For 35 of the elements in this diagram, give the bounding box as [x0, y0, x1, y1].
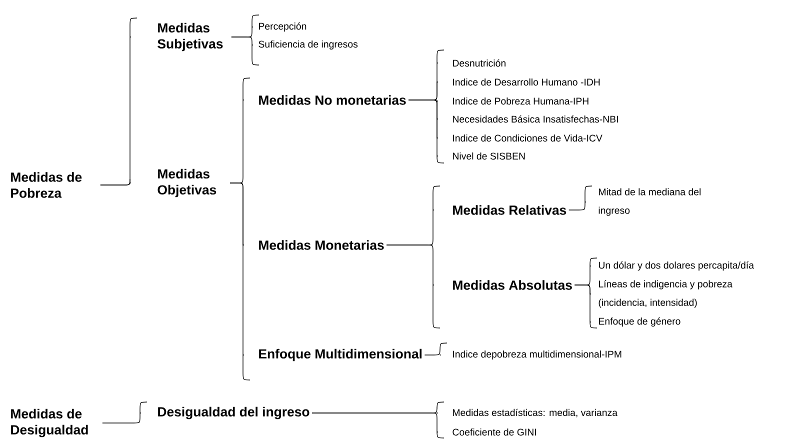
- brace: [230, 182, 250, 380]
- brace: [424, 342, 448, 356]
- item-text: Indice de Condiciones de Vida-ICV: [453, 134, 602, 142]
- item-text: Líneas de indigencia y pobreza (incidencia, intensidad): [598, 280, 732, 308]
- heading-text: Medidas Absolutas: [453, 280, 572, 290]
- item-text: Indice de Desarrollo Humano -IDH: [453, 78, 600, 86]
- heading-text: Medidas No monetarias: [259, 95, 406, 105]
- heading-text: Medidas Monetarias: [259, 240, 384, 250]
- heading-text: Medidas de Desigualdad: [11, 408, 88, 438]
- item-text: Coeficiente de GINI: [452, 428, 536, 436]
- heading-text: Medidas Objetivas: [158, 168, 216, 198]
- item-text: Un dólar y dos dolares percapita/día: [598, 261, 754, 271]
- heading-text: Medidas de Pobreza: [11, 172, 82, 198]
- brace: [102, 402, 148, 424]
- item-text: Enfoque de género: [599, 317, 680, 327]
- item-text: Percepción: [259, 22, 306, 32]
- brace: [386, 244, 440, 328]
- brace: [231, 36, 260, 66]
- item-text: Nivel de SISBEN: [453, 152, 525, 160]
- brace: [408, 100, 444, 164]
- item-text: Mitad de la mediana del ingreso: [598, 188, 701, 216]
- heading-text: Enfoque Multidimensional: [259, 348, 422, 362]
- brace: [312, 412, 444, 438]
- item-text: Indice de Pobreza Humana-IPH: [453, 97, 588, 105]
- item-text: Suficiencia de ingresos: [258, 40, 358, 50]
- heading-text: Medidas Subjetivas: [158, 22, 223, 52]
- brace: [100, 178, 132, 186]
- brace: [568, 186, 592, 210]
- brace: [574, 284, 598, 328]
- heading-text: Medidas Relativas: [453, 205, 566, 215]
- item-text: Indice depobreza multidimensional-IPM: [453, 350, 622, 360]
- item-text: Necesidades Básica Insatisfechas-NBI: [453, 115, 618, 123]
- heading-text: Desigualdad del ingreso: [158, 406, 310, 420]
- item-text: Desnutrición: [453, 59, 506, 67]
- item-text: Medidas estadísticas: media, varianza: [453, 408, 618, 418]
